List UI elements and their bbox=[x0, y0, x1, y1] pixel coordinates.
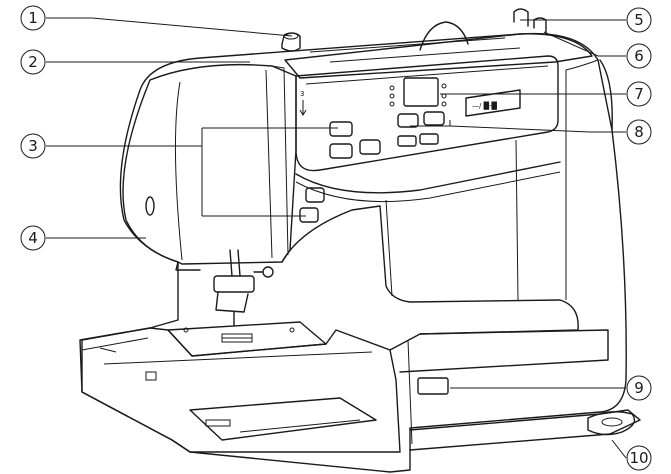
svg-text:5: 5 bbox=[634, 11, 644, 29]
head-button-3[interactable] bbox=[359, 139, 381, 155]
mode-selector[interactable]: —/ █-█ bbox=[465, 89, 521, 117]
panel-button-c[interactable] bbox=[397, 135, 417, 147]
callout-leaders bbox=[46, 17, 627, 459]
svg-text:—/ █-█: —/ █-█ bbox=[472, 101, 497, 110]
svg-text:8: 8 bbox=[634, 123, 644, 141]
svg-text:9: 9 bbox=[634, 379, 644, 397]
control-panel bbox=[295, 55, 559, 172]
table-latch[interactable] bbox=[145, 371, 157, 381]
face-plate bbox=[122, 63, 297, 265]
callout-10: 10 bbox=[626, 445, 652, 471]
callout-8: 8 bbox=[626, 119, 652, 145]
top-cover bbox=[284, 33, 593, 79]
spool-pin bbox=[281, 32, 301, 52]
svg-text:6: 6 bbox=[634, 47, 644, 65]
lcd-display bbox=[403, 77, 439, 107]
needle-button-2[interactable] bbox=[299, 207, 319, 223]
face-screw bbox=[145, 196, 155, 216]
front-slot bbox=[417, 377, 449, 395]
foot-pad bbox=[587, 411, 636, 436]
svg-text:2: 2 bbox=[28, 53, 38, 71]
needle-button-1[interactable] bbox=[305, 187, 325, 203]
thread-guide-number: 3 bbox=[300, 90, 304, 98]
panel-button-a[interactable] bbox=[397, 113, 419, 128]
stitch-indicators bbox=[389, 83, 447, 107]
accessory-drawer[interactable] bbox=[189, 397, 377, 441]
head-button-2[interactable] bbox=[329, 143, 353, 159]
presser-foot-lever[interactable] bbox=[175, 261, 201, 271]
callout-9: 9 bbox=[626, 375, 652, 401]
callout-3: 3 bbox=[20, 133, 46, 159]
svg-text:4: 4 bbox=[28, 229, 38, 247]
svg-text:10: 10 bbox=[629, 449, 648, 467]
callout-1: 1 bbox=[20, 5, 46, 31]
panel-button-b[interactable] bbox=[423, 111, 445, 126]
callout-2: 2 bbox=[20, 49, 46, 75]
svg-text:7: 7 bbox=[634, 85, 644, 103]
sewing-machine-illustration: 3 —/ █-█ bbox=[79, 8, 641, 473]
handwheel[interactable] bbox=[599, 59, 613, 131]
bobbin-winder bbox=[513, 8, 529, 27]
callout-7: 7 bbox=[626, 81, 652, 107]
callout-6: 6 bbox=[626, 43, 652, 69]
svg-text:1: 1 bbox=[28, 9, 38, 27]
callout-4: 4 bbox=[20, 225, 46, 251]
svg-text:3: 3 bbox=[28, 137, 38, 155]
panel-button-d[interactable] bbox=[419, 133, 439, 145]
callout-5: 5 bbox=[626, 7, 652, 33]
head-button-1[interactable] bbox=[329, 121, 353, 137]
needle-assembly bbox=[213, 249, 274, 327]
